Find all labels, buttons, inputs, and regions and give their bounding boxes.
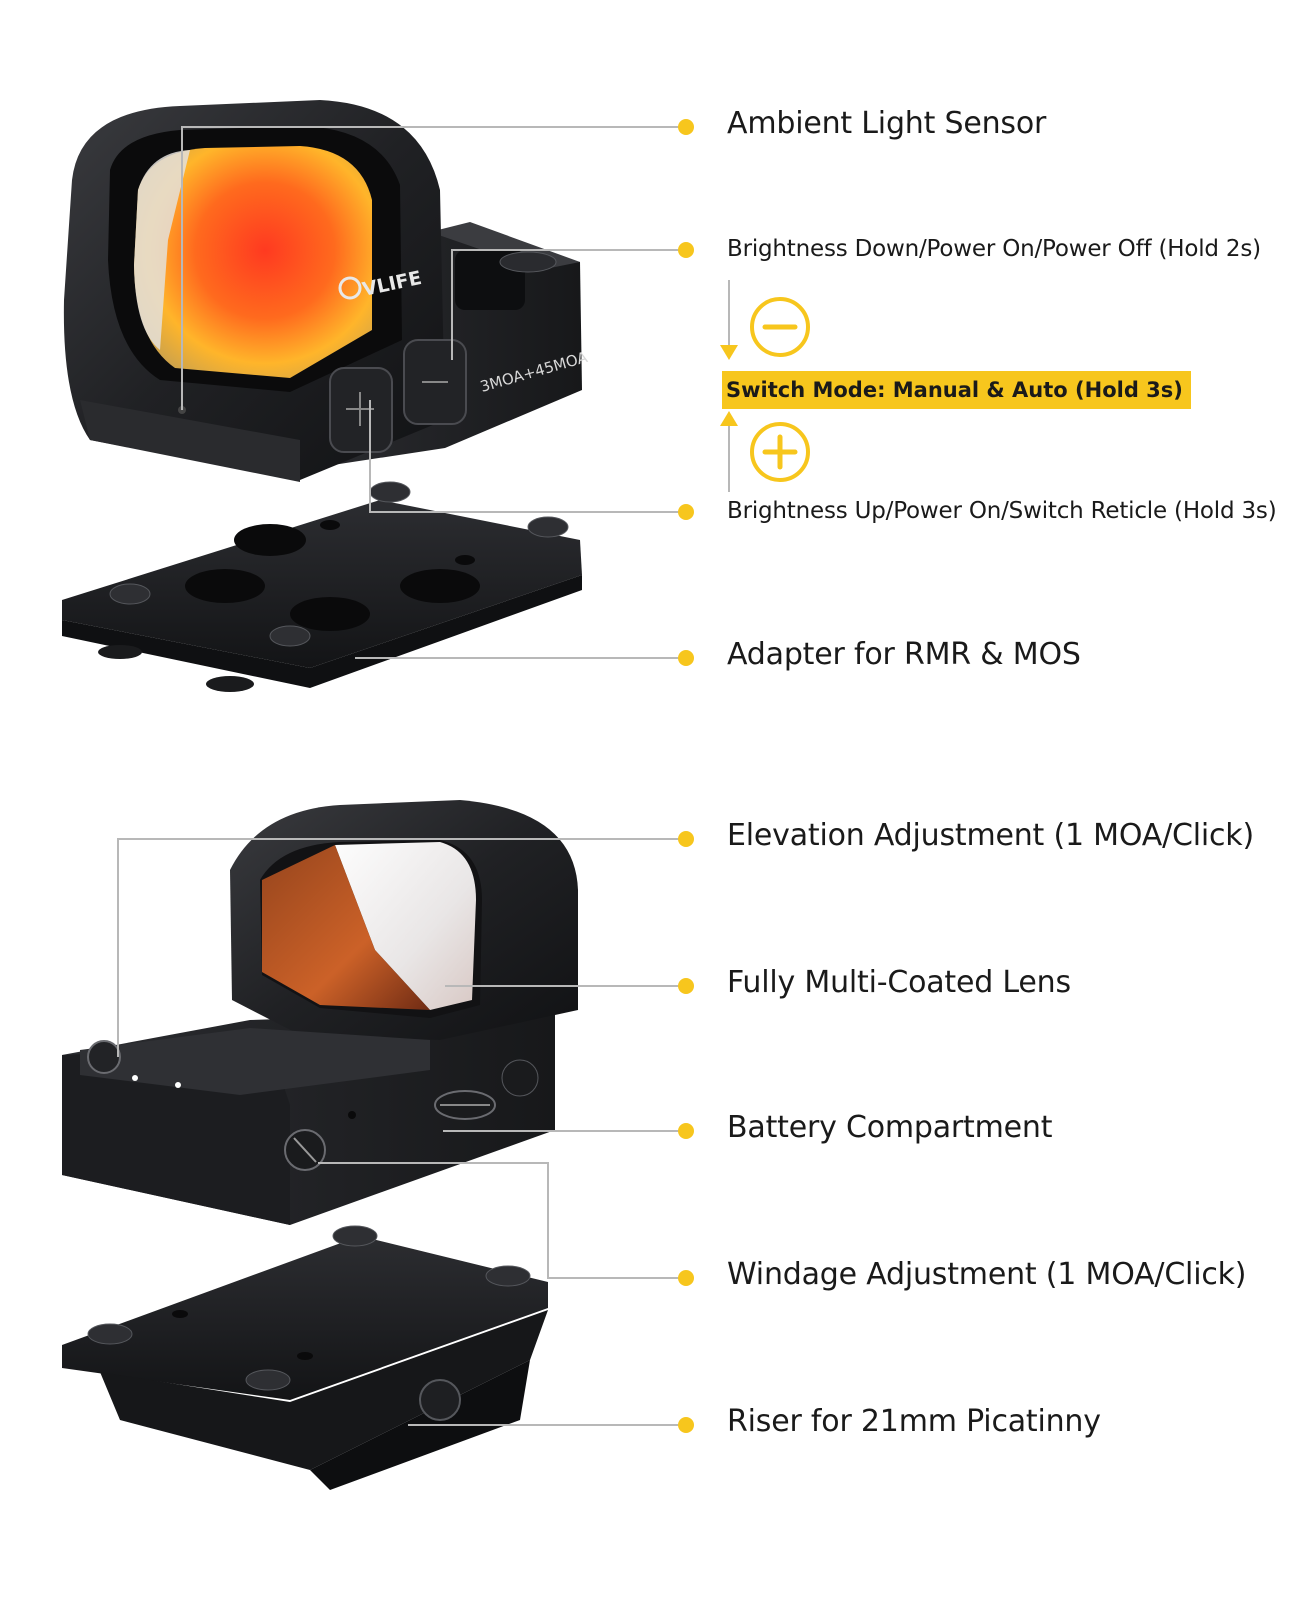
callout-dot-icon: [678, 1417, 694, 1433]
plus-circle-icon: [750, 422, 810, 482]
callout-dot-icon: [678, 1270, 694, 1286]
callout-dot-icon: [678, 242, 694, 258]
callout-dot-icon: [678, 504, 694, 520]
top-red-dot-sight: VLIFE 3MOA+45MOA: [63, 100, 590, 482]
leader-windage: [318, 1162, 686, 1279]
riser-illustration: [62, 1225, 548, 1490]
callout-dot-icon: [678, 1123, 694, 1139]
label-windage-adjustment: Windage Adjustment (1 MOA/Click): [727, 1257, 1247, 1292]
callout-dot-icon: [678, 650, 694, 666]
callout-dot-icon: [678, 119, 694, 135]
label-battery-compartment: Battery Compartment: [727, 1110, 1053, 1145]
leader-brightness-down: [451, 249, 686, 360]
leader-ambient-light: [181, 126, 686, 410]
label-ambient-light-sensor: Ambient Light Sensor: [727, 106, 1047, 141]
bottom-red-dot-sight: [62, 800, 578, 1225]
label-lens: Fully Multi-Coated Lens: [727, 965, 1071, 1000]
minus-circle-icon: [750, 297, 810, 357]
adapter-plate-illustration: [62, 481, 582, 692]
leader-lines: [117, 126, 686, 1426]
label-brightness-up: Brightness Up/Power On/Switch Reticle (H…: [727, 498, 1277, 524]
label-elevation-adjustment: Elevation Adjustment (1 MOA/Click): [727, 818, 1254, 853]
leader-elevation: [117, 838, 686, 1057]
label-riser: Riser for 21mm Picatinny: [727, 1404, 1101, 1439]
label-brightness-down: Brightness Down/Power On/Power Off (Hold…: [727, 236, 1261, 262]
label-switch-mode: Switch Mode: Manual & Auto (Hold 3s): [722, 371, 1191, 409]
callout-dot-icon: [678, 831, 694, 847]
leader-brightness-up: [369, 400, 686, 513]
label-adapter: Adapter for RMR & MOS: [727, 637, 1081, 672]
callout-dot-icon: [678, 978, 694, 994]
callout-dots: [678, 119, 694, 1433]
arrow-down-icon: [720, 280, 738, 360]
arrow-up-icon: [720, 411, 738, 492]
